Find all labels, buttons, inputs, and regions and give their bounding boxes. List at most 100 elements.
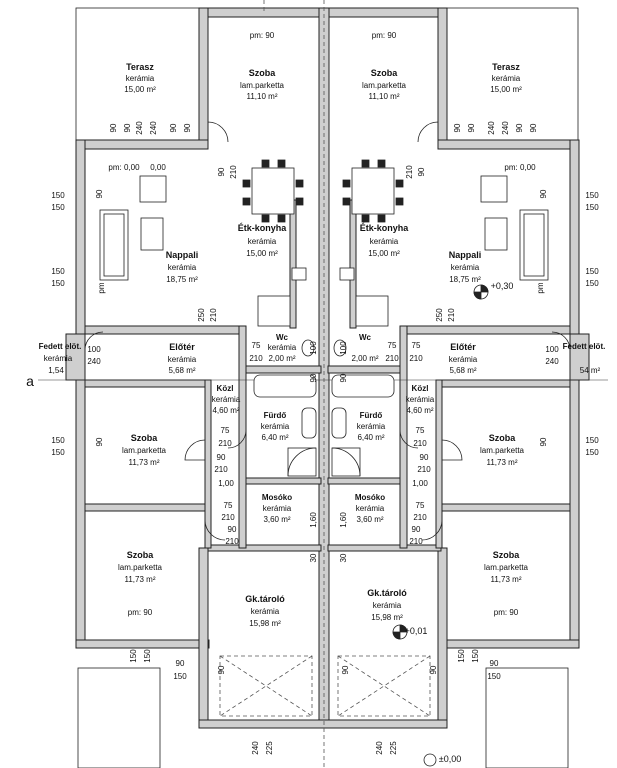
room-name: Terasz (492, 62, 520, 72)
room-name: Fürdő (264, 411, 287, 420)
dimension: 150 (471, 649, 480, 663)
dimension: 1,60 (309, 512, 318, 528)
armchair-right (480, 175, 508, 203)
wall (75, 139, 86, 337)
room-name: Terasz (126, 62, 154, 72)
level-label: +0,30 (491, 281, 514, 291)
dimension: 75 (221, 426, 230, 435)
wall (75, 639, 210, 649)
room-area: 11,73 m² (487, 458, 518, 467)
room-name: Szoba (131, 433, 158, 443)
dimension: 90 (217, 665, 226, 674)
dimension: 90 (217, 453, 226, 462)
wall (435, 379, 443, 549)
wall (198, 719, 448, 729)
room-floor: kerámia (406, 395, 435, 404)
dimension: 210 (413, 513, 427, 522)
dimension: 250 (435, 308, 444, 322)
dimension: 150 (51, 279, 65, 288)
door-swing (207, 121, 229, 143)
dimension: 240 (487, 121, 496, 135)
wall (439, 503, 571, 512)
room-floor: kerámia (357, 422, 386, 431)
dimension: 210 (409, 537, 423, 546)
room-floor: kerámia (44, 354, 73, 363)
dimension: 90 (453, 123, 462, 132)
dimension: 90 (169, 123, 178, 132)
wall (84, 379, 206, 388)
room-name: Étk-konyha (360, 223, 410, 233)
dimension: 90 (467, 123, 476, 132)
room-name: Nappali (449, 250, 482, 260)
sill-height: pm: 90 (494, 608, 519, 617)
room-floor: kerámia (492, 74, 521, 83)
room-floor: kerámia (263, 504, 292, 513)
garage-door-left (219, 655, 313, 717)
wall (238, 325, 247, 549)
dimension: 210 (214, 465, 228, 474)
dimension: 150 (129, 649, 138, 663)
dimension: 90 (95, 437, 104, 446)
dimension: 150 (457, 649, 466, 663)
dimension: 90 (417, 167, 426, 176)
dimension: 210 (385, 354, 399, 363)
sill-height: pm: 90 (250, 31, 275, 40)
dimension: 150 (585, 267, 599, 276)
sink-left (301, 407, 317, 439)
dimension: 90 (183, 123, 192, 132)
door-swing (551, 331, 571, 351)
dimension: 240 (545, 357, 559, 366)
dimension: 150 (51, 267, 65, 276)
dimension: 75 (412, 341, 421, 350)
dimension: 150 (51, 448, 65, 457)
wall (569, 139, 580, 337)
room-floor: lam.parketta (362, 81, 407, 90)
dimension: 150 (585, 436, 599, 445)
room-name: Gk.tároló (245, 594, 285, 604)
room-floor: kerámia (168, 263, 197, 272)
room-floor: kerámia (126, 74, 155, 83)
dimension: 210 (221, 513, 235, 522)
kitchen-counter-left (257, 295, 291, 327)
toilet-left (301, 339, 315, 357)
room-area: 6,40 m² (357, 433, 384, 442)
dimension: 1,00 (412, 479, 428, 488)
toilet-right (333, 339, 347, 357)
dimension: 150 (487, 672, 501, 681)
dimension: 100 (545, 345, 559, 354)
dimension: 90 (515, 123, 524, 132)
wall (437, 547, 448, 729)
door-swing (421, 519, 443, 541)
dimension: 225 (265, 741, 274, 755)
dimension: 210 (405, 165, 414, 179)
wall (198, 7, 209, 143)
dimension: 90 (95, 189, 104, 198)
room-area: 11,10 m² (247, 92, 278, 101)
room-area: 3,60 m² (263, 515, 290, 524)
dining-table-left (251, 167, 295, 215)
wall (327, 544, 442, 552)
dimension: 30 (339, 553, 348, 562)
wall (349, 199, 357, 329)
room-floor: kerámia (251, 607, 280, 616)
room-area: 4,60 m² (212, 406, 239, 415)
dining-table-right (351, 167, 395, 215)
door-swing (227, 429, 247, 449)
dimension: 90 (539, 437, 548, 446)
door-swing (204, 519, 226, 541)
room-area: 2,00 m² (268, 354, 295, 363)
room-floor: kerámia (373, 601, 402, 610)
door-swing (441, 439, 463, 461)
room-name: Gk.tároló (367, 588, 407, 598)
misc-labels: pm: 90 pm: 90 pm: 0,00 0,00 pm: 0,00 pm:… (26, 31, 545, 764)
sink-right (331, 407, 347, 439)
dimension: 150 (585, 279, 599, 288)
dimension: 210 (225, 537, 239, 546)
furniture (84, 121, 571, 767)
dimension: 150 (51, 191, 65, 200)
wall (399, 325, 571, 335)
dimension: 210 (209, 308, 218, 322)
room-area: 15,00 m² (368, 249, 400, 258)
room-name: Étk-konyha (238, 223, 288, 233)
dimension: 240 (501, 121, 510, 135)
